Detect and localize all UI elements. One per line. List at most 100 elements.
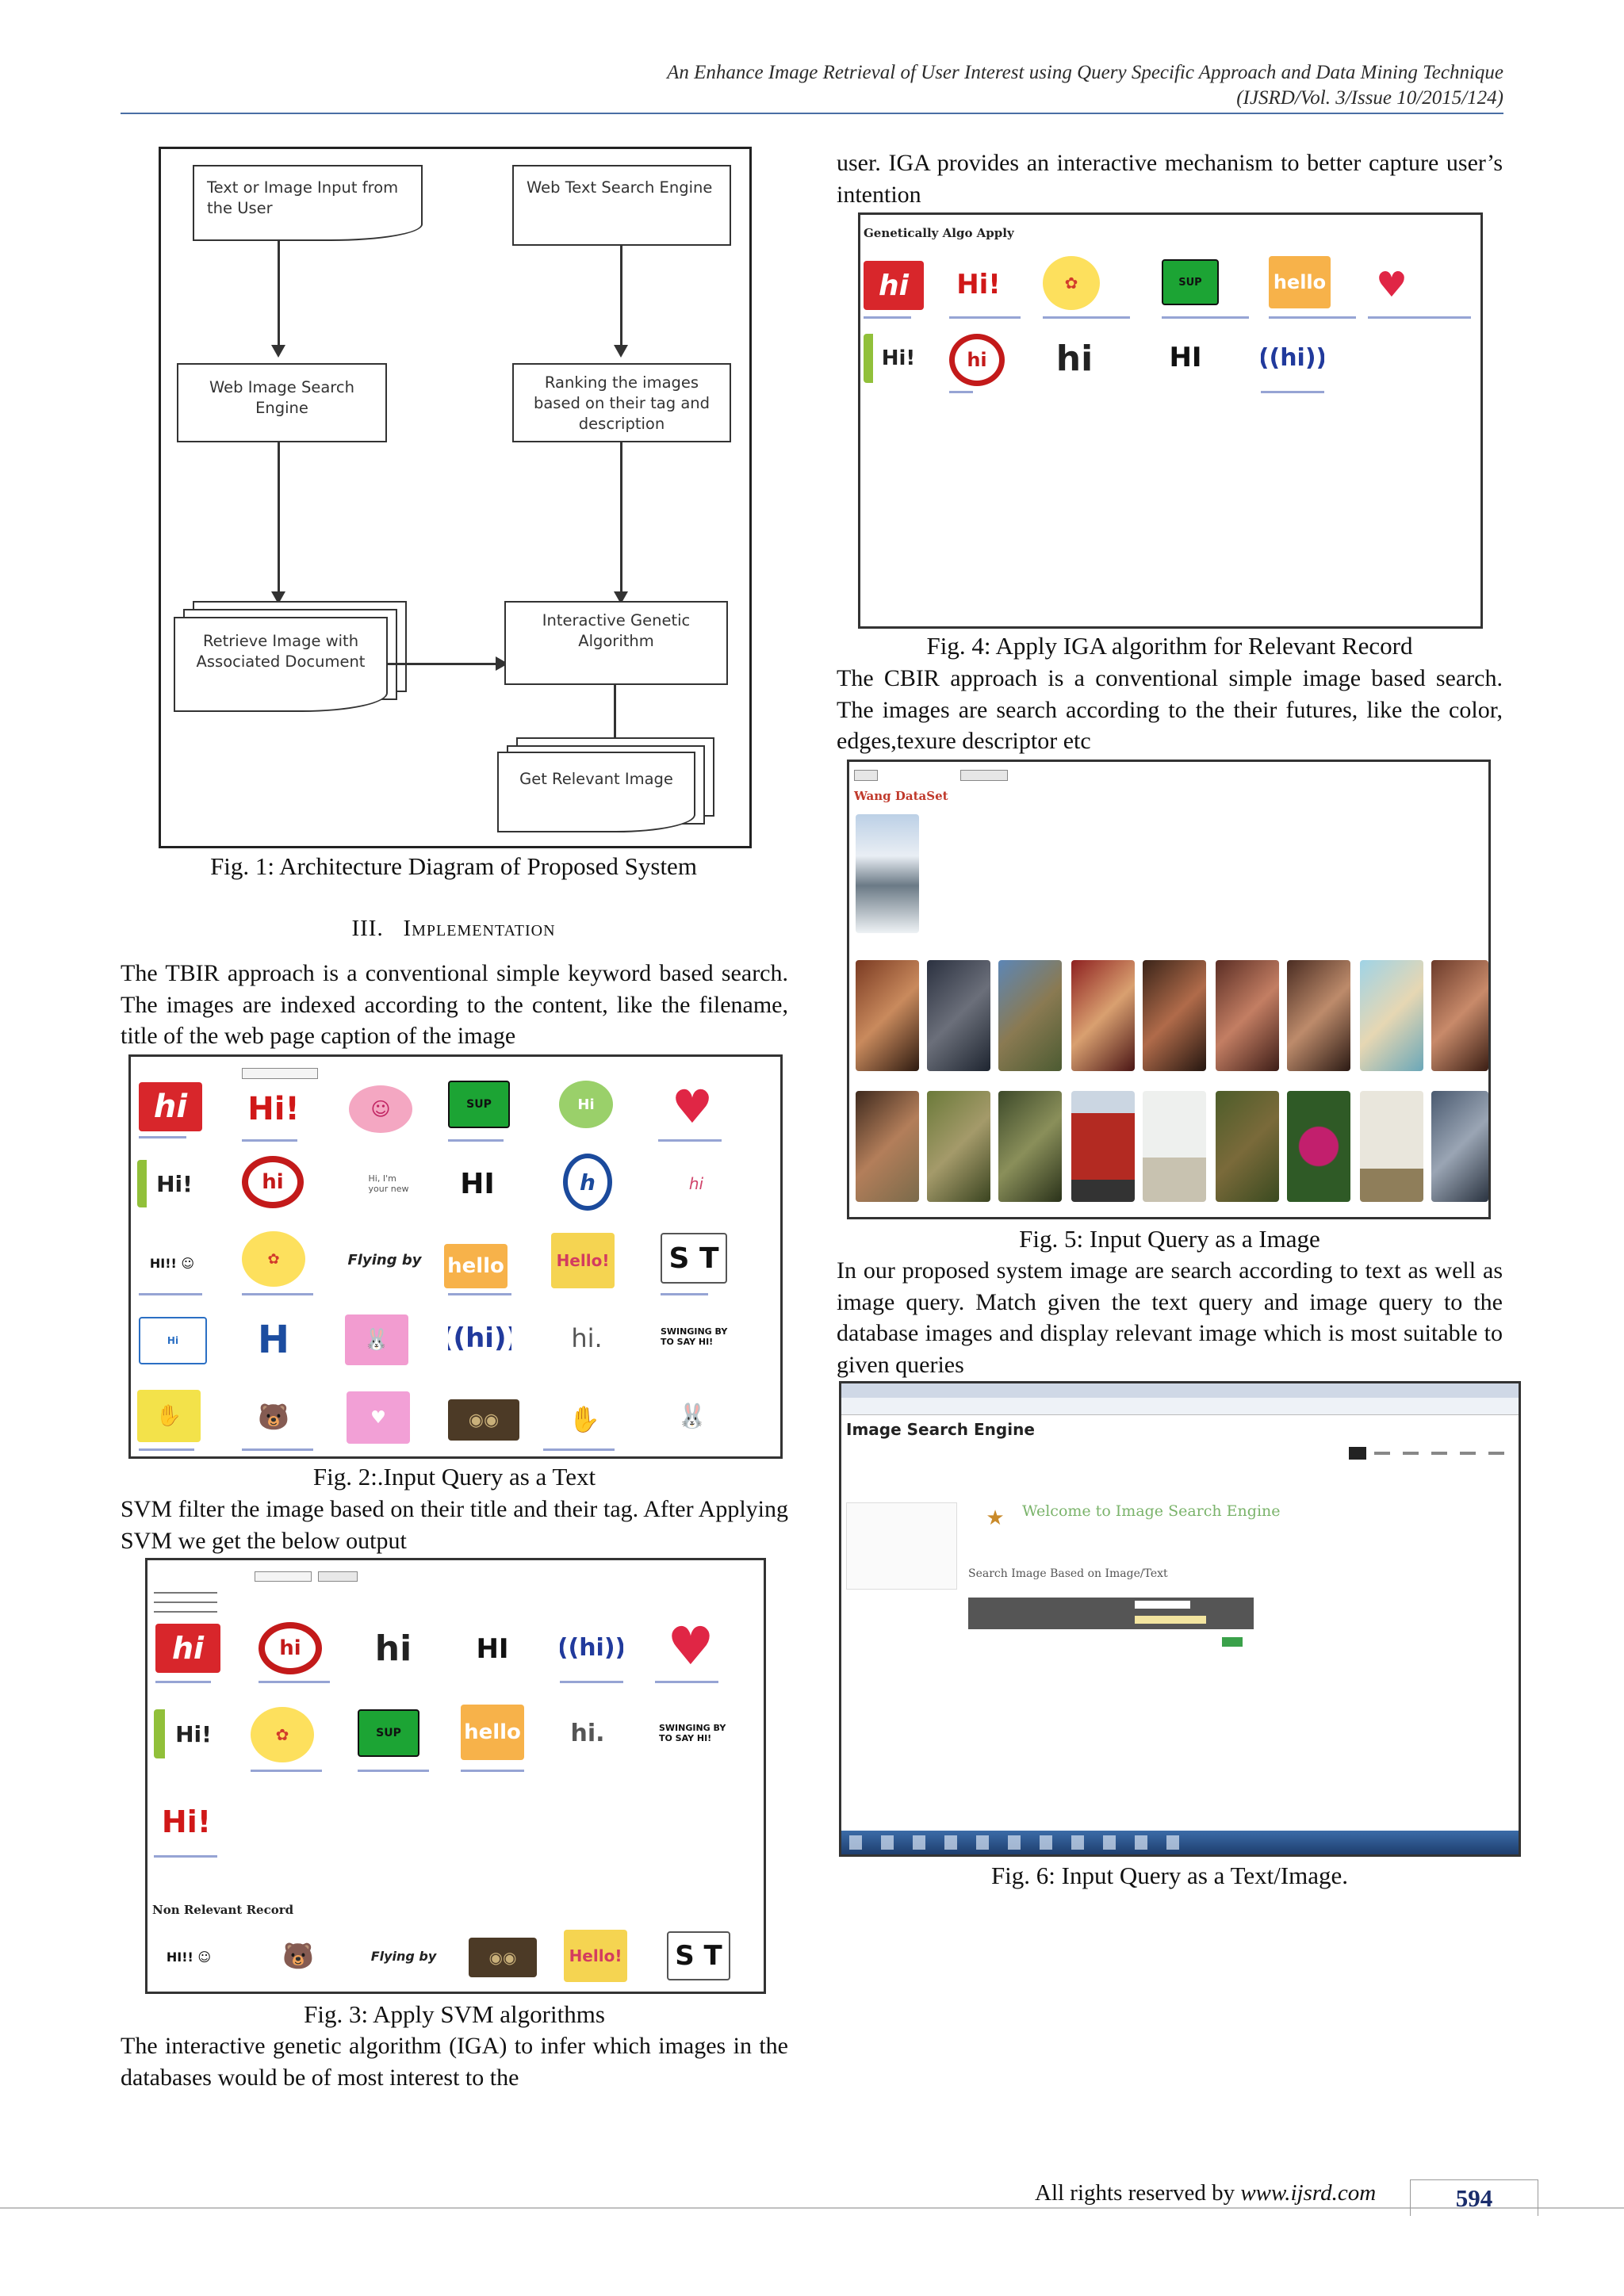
result-image: ✋ — [555, 1394, 614, 1445]
section-heading: III. Implementation — [121, 916, 787, 942]
result-image: SUP — [1162, 259, 1219, 305]
flow-box-retrieve: Retrieve Image with Associated Document — [174, 617, 388, 712]
result-image: ◉◉ — [448, 1399, 519, 1441]
result-image: 🐰 — [661, 1390, 724, 1442]
result-image — [856, 960, 919, 1071]
section-title: Implementation — [403, 916, 556, 941]
result-image: ◉◉ — [469, 1938, 537, 1977]
paragraph-tbir: The TBIR approach is a conventional simp… — [121, 960, 788, 1049]
search-form-file[interactable] — [1135, 1616, 1206, 1624]
result-image — [1216, 960, 1279, 1071]
result-image: Hi! — [949, 259, 1008, 310]
result-image: Hi — [139, 1317, 207, 1364]
result-image — [927, 960, 990, 1071]
result-image — [1216, 1091, 1279, 1202]
screenshot-search-bar — [242, 1068, 318, 1079]
taskbar-icons — [849, 1835, 1182, 1850]
result-image: ☺ — [349, 1085, 412, 1133]
result-image: 🐻 — [242, 1390, 305, 1444]
result-image — [1143, 960, 1206, 1071]
result-caption — [139, 1136, 186, 1138]
header-journal: (IJSRD/Vol. 3/Issue 10/2015/124) — [1236, 87, 1503, 109]
figure-3-caption: Fig. 3: Apply SVM algorithms — [304, 2000, 605, 2028]
result-image: Flying by — [366, 1930, 442, 1982]
result-caption — [155, 1681, 211, 1683]
result-image: hi — [259, 1622, 322, 1674]
result-image: hello — [444, 1244, 508, 1288]
result-caption — [139, 1293, 202, 1295]
browser-address-bar — [841, 1398, 1519, 1415]
nav-home-button[interactable] — [1349, 1447, 1366, 1460]
screenshot-status-lines — [154, 1587, 217, 1614]
result-image — [1360, 1091, 1423, 1202]
result-image: ✿ — [242, 1231, 305, 1287]
result-image: hi — [139, 1082, 202, 1131]
result-image: SWINGING BY TO SAY HI! — [659, 1708, 727, 1758]
result-image: ♥ — [1368, 262, 1415, 307]
result-image: Flying by — [345, 1233, 424, 1287]
result-caption — [139, 1448, 194, 1451]
result-image: Hi! — [154, 1709, 222, 1758]
result-caption — [448, 1139, 504, 1142]
flow-box-relevant: Get Relevant Image — [497, 752, 695, 832]
flow-arrow — [271, 442, 285, 604]
figure-5-caption: Fig. 5: Input Query as a Image — [1019, 1225, 1320, 1253]
flow-box-ranking: Ranking the images based on their tag an… — [512, 363, 731, 442]
result-image: hi — [864, 261, 924, 310]
result-image: ✿ — [1043, 256, 1100, 310]
header-title: An Enhance Image Retrieval of User Inter… — [667, 62, 1503, 83]
result-caption — [154, 1855, 217, 1858]
result-image: ((hi)) — [1261, 332, 1324, 383]
non-relevant-heading: Non Relevant Record — [152, 1903, 294, 1917]
figure-6-caption: Fig. 6: Input Query as a Text/Image. — [990, 1862, 1349, 1889]
footer-rights-text: All rights reserved by — [1035, 2180, 1235, 2206]
result-image: ✿ — [251, 1707, 314, 1762]
result-image — [998, 1091, 1062, 1202]
sidebar-menu — [846, 1502, 957, 1590]
screenshot-search-bar — [255, 1571, 312, 1582]
header-rule — [121, 113, 1503, 114]
result-image: hi. — [564, 1712, 611, 1754]
figure-2-caption: Fig. 2:.Input Query as a Text — [312, 1463, 596, 1490]
result-caption — [358, 1770, 429, 1772]
paragraph-iga-cont: user. IGA provides an interactive mechan… — [837, 150, 1503, 208]
footer-site-link[interactable]: www.ijsrd.com — [1240, 2180, 1377, 2206]
nav-links[interactable] — [1374, 1452, 1517, 1455]
result-image: ♥ — [658, 1079, 726, 1135]
result-image: Hello! — [551, 1233, 615, 1288]
result-caption — [242, 1139, 297, 1142]
result-image: hi — [358, 1624, 429, 1673]
result-image — [1431, 1091, 1488, 1202]
result-image: SWINGING BY TO SAY HI! — [661, 1311, 729, 1363]
result-image: HI!! ☺ — [155, 1933, 222, 1980]
result-image — [1071, 960, 1135, 1071]
result-caption — [658, 1139, 722, 1142]
figure-1-caption: Fig. 1: Architecture Diagram of Proposed… — [210, 852, 697, 880]
result-image — [1287, 960, 1350, 1071]
flow-box-text-search: Web Text Search Engine — [512, 165, 731, 246]
result-image — [927, 1091, 990, 1202]
result-image — [1360, 960, 1423, 1071]
flow-arrow — [614, 442, 628, 604]
result-image: HI — [448, 1160, 507, 1207]
result-image: S T — [667, 1931, 730, 1980]
result-caption — [1368, 316, 1471, 319]
result-image: 🐰 — [345, 1314, 408, 1365]
result-image: HI — [465, 1627, 520, 1671]
result-image: h — [563, 1154, 612, 1211]
result-caption — [543, 1448, 615, 1451]
search-form[interactable] — [968, 1598, 1254, 1629]
search-section-label: Search Image Based on Image/Text — [968, 1567, 1168, 1580]
result-caption — [242, 1293, 313, 1295]
result-image: ((hi)) — [560, 1622, 623, 1673]
flow-arrow-horizontal — [388, 663, 499, 665]
result-image: hi. — [559, 1314, 615, 1362]
figure-6-search-engine-screenshot: Image Search Engine ★ Welcome to Image S… — [839, 1381, 1521, 1857]
running-header: An Enhance Image Retrieval of User Inter… — [667, 60, 1503, 111]
search-button[interactable] — [1222, 1637, 1243, 1647]
result-image: Hi! — [242, 1085, 305, 1133]
result-caption — [242, 1448, 313, 1451]
search-form-input[interactable] — [1135, 1601, 1190, 1609]
